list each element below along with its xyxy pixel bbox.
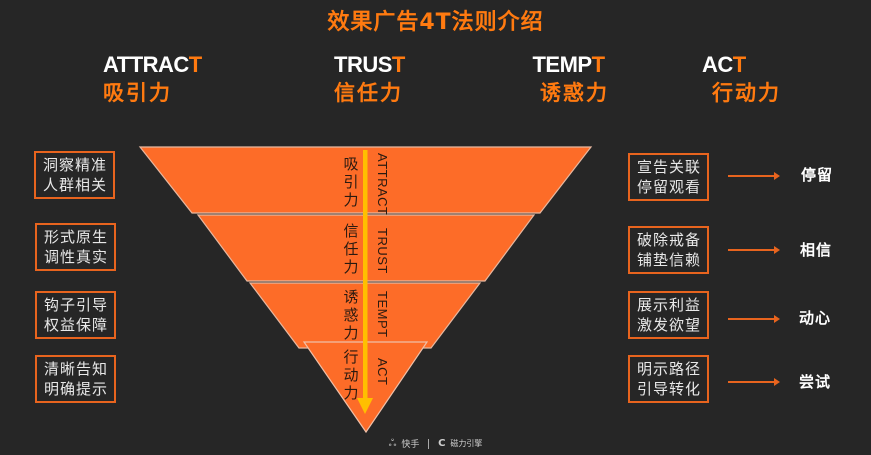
box-line: 明确提示	[44, 380, 109, 398]
stage-header-attract: ATTRACT 吸引力	[103, 52, 202, 108]
char: 动	[343, 366, 359, 384]
right-arrow-icon	[728, 315, 780, 323]
result-label-tempt: 动心	[799, 309, 832, 327]
box-line: 钩子引导	[44, 296, 109, 314]
right-arrow-icon	[728, 378, 780, 386]
stage-en-tail: T	[732, 52, 746, 77]
down-arrow-icon	[357, 150, 373, 414]
stage-cn: 吸引力	[103, 81, 172, 105]
stage-en: ATTRACT	[103, 52, 202, 78]
box-line: 激发欲望	[637, 316, 702, 334]
footer-logos: ஃ 快手 C 磁力引擎	[0, 437, 871, 451]
left-box-attract: 洞察精准 人群相关	[34, 151, 116, 199]
stage-cn: 诱惑力	[540, 81, 609, 105]
char: 吸	[343, 155, 359, 173]
box-line: 洞察精准	[43, 156, 108, 174]
right-box-attract: 宣告关联 停留观看	[628, 153, 710, 201]
box-line: 明示路径	[637, 360, 702, 378]
char: 惑	[343, 306, 359, 324]
right-arrow-icon	[728, 172, 780, 180]
right-box-tempt: 展示利益 激发欲望	[628, 291, 710, 339]
right-box-trust: 破除戒备 铺垫信赖	[628, 226, 710, 274]
stage-en-tail: T	[391, 52, 405, 77]
stage-cn: 行动力	[712, 81, 781, 105]
char: 诱	[343, 288, 359, 306]
funnel-label-cn-trust: 信 任 力	[342, 222, 360, 276]
divider	[428, 438, 430, 449]
box-line: 引导转化	[637, 380, 702, 398]
box-line: 形式原生	[44, 228, 109, 246]
char: 任	[343, 240, 359, 258]
char: 力	[343, 324, 359, 342]
box-line: 铺垫信赖	[637, 251, 702, 269]
page-title: 效果广告4T法则介绍	[327, 10, 544, 35]
stage-en-tail: T	[591, 52, 605, 77]
stage-en-tail: T	[188, 52, 202, 77]
brand-kuaishou: 快手	[401, 440, 420, 450]
stage-en-head: AC	[702, 52, 733, 77]
funnel-label-en-trust: TRUST	[375, 228, 390, 274]
box-line: 调性真实	[44, 248, 109, 266]
cili-engine-logo-icon: C	[438, 438, 446, 449]
right-arrow-icon	[728, 246, 780, 254]
char: 行	[343, 348, 359, 366]
box-line: 清晰告知	[44, 360, 109, 378]
box-line: 破除戒备	[637, 231, 702, 249]
kuaishou-logo-icon: ஃ	[388, 437, 397, 449]
funnel-label-en-act: ACT	[375, 358, 390, 386]
brand-cili-engine: 磁力引擎	[450, 439, 483, 448]
box-line: 展示利益	[637, 296, 702, 314]
char: 力	[343, 258, 359, 276]
char: 信	[343, 222, 359, 240]
box-line: 人群相关	[43, 176, 108, 194]
result-label-trust: 相信	[800, 241, 833, 259]
left-box-trust: 形式原生 调性真实	[35, 223, 117, 271]
box-line: 停留观看	[637, 178, 702, 196]
stage-header-tempt: TEMPT 诱惑力	[528, 52, 609, 108]
result-label-act: 尝试	[799, 373, 832, 391]
funnel-label-cn-tempt: 诱 惑 力	[342, 288, 360, 342]
stage-en-head: TRUS	[334, 52, 392, 77]
left-box-act: 清晰告知 明确提示	[35, 355, 117, 403]
char: 引	[343, 173, 359, 191]
stage-en-head: TEMP	[532, 52, 592, 77]
result-label-attract: 停留	[801, 166, 834, 184]
stage-en-head: ATTRAC	[103, 52, 189, 77]
stage-header-trust: TRUST 信任力	[334, 52, 405, 108]
box-line: 宣告关联	[637, 158, 702, 176]
left-box-tempt: 钩子引导 权益保障	[35, 291, 117, 339]
char: 力	[343, 384, 359, 402]
funnel-label-cn-attract: 吸 引 力	[342, 155, 360, 209]
right-box-act: 明示路径 引导转化	[628, 355, 710, 403]
funnel-label-en-tempt: TEMPT	[375, 291, 390, 338]
box-line: 权益保障	[44, 316, 109, 334]
stage-en: TEMPT	[528, 52, 609, 78]
funnel-label-cn-act: 行 动 力	[342, 348, 360, 402]
stage-en: ACT	[702, 52, 781, 78]
stage-cn: 信任力	[334, 81, 403, 105]
stage-header-act: ACT 行动力	[702, 52, 781, 108]
funnel-label-en-attract: ATTRACT	[375, 153, 390, 216]
char: 力	[343, 191, 359, 209]
stage-en: TRUST	[334, 52, 405, 78]
